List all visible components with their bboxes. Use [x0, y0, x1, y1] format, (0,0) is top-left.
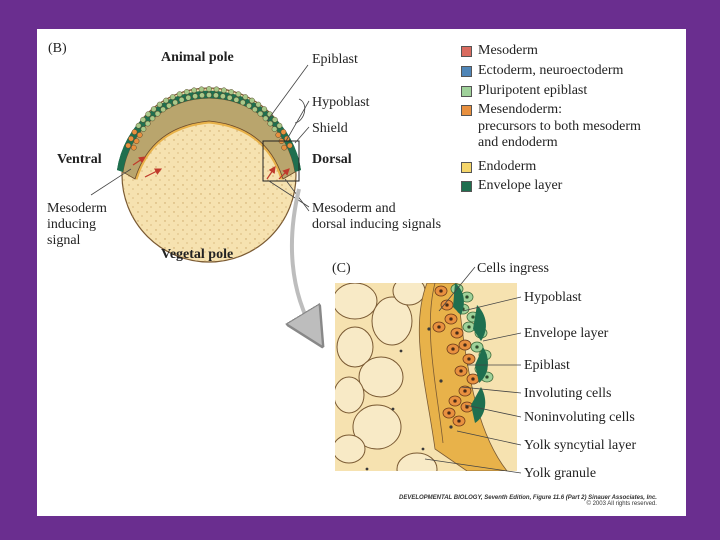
yolk-syncytial-layer-label: Yolk syncytial layer [524, 438, 637, 453]
legend-swatch-endoderm [461, 162, 472, 173]
legend-swatch-ectoderm [461, 66, 472, 77]
involuting-cells-label: Involuting cells [524, 386, 612, 401]
legend-item-mesoderm: Mesoderm [478, 43, 538, 58]
legend-swatch-epiblast [461, 86, 472, 97]
cap-cells [125, 86, 293, 151]
embryo-diagram [90, 64, 522, 474]
hypoblast-c-label: Hypoblast [524, 290, 582, 305]
cells-ingress-label: Cells ingress [477, 261, 549, 276]
yolk-granule-label: Yolk granule [524, 466, 597, 481]
envelope-layer-c-label: Envelope layer [524, 326, 609, 341]
legend-item-endoderm: Endoderm [478, 159, 537, 174]
epiblast-label: Epiblast [312, 52, 358, 67]
legend-swatch-envelope [461, 181, 472, 192]
vegetal-pole-label: Vegetal pole [161, 247, 234, 262]
figure-credit: DEVELOPMENTAL BIOLOGY, Seventh Edition, … [399, 495, 657, 507]
animal-pole-label: Animal pole [161, 50, 234, 65]
hypoblast-label: Hypoblast [312, 95, 370, 110]
legend-swatch-mesoderm [461, 46, 472, 57]
shield-box [262, 140, 300, 182]
legend-item-epiblast: Pluripotent epiblast [478, 83, 588, 98]
legend-swatch-mesendoderm [461, 105, 472, 116]
epiblast-c-label: Epiblast [524, 358, 570, 373]
noninvoluting-cells-label: Noninvoluting cells [524, 410, 635, 425]
panel-b-letter: (B) [48, 41, 67, 56]
zoom-panel [335, 283, 517, 471]
legend-item-mesendoderm: Mesendoderm: [478, 102, 562, 117]
ventral-label: Ventral [57, 152, 102, 167]
panel-c-letter: (C) [332, 261, 351, 276]
legend-item-envelope: Envelope layer [478, 178, 563, 193]
slide: (B) Animal pole Ventral Dorsal Vegetal p… [37, 29, 686, 516]
dorsal-label: Dorsal [312, 152, 352, 167]
shield-label: Shield [312, 121, 348, 136]
legend-item-ectoderm: Ectoderm, neuroectoderm [478, 63, 624, 78]
